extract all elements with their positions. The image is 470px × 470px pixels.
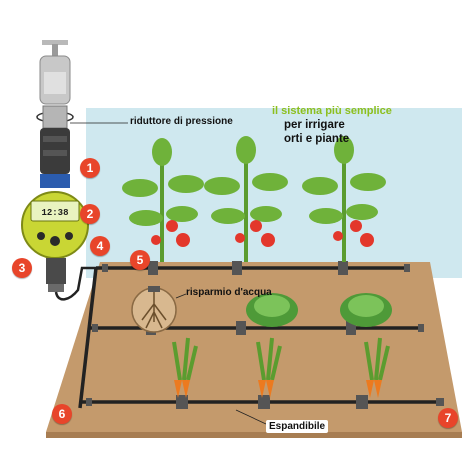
badge-5: 5 xyxy=(130,250,150,270)
badge-6: 6 xyxy=(52,404,72,424)
tomato-plant-1 xyxy=(122,138,204,262)
timer-display: 12:38 xyxy=(41,208,68,218)
soil-edge xyxy=(46,432,462,438)
expandable-label: Espandibile xyxy=(266,420,329,433)
headline: il sistema più semplice per irrigare ort… xyxy=(272,104,462,146)
headline-line-1: il sistema più semplice xyxy=(272,105,392,117)
timer-icon xyxy=(21,191,89,259)
pressure-reducer-icon xyxy=(40,105,70,174)
tomato-plant-3 xyxy=(302,136,386,262)
headline-line-3: orti e piante xyxy=(284,133,350,145)
carrots-3 xyxy=(364,337,390,398)
expandable-leader xyxy=(235,409,267,425)
badge-2: 2 xyxy=(80,204,100,224)
water-saving-leader xyxy=(175,293,187,299)
lettuce-2 xyxy=(340,293,392,327)
carrots-1 xyxy=(172,337,198,398)
outlet-fitting xyxy=(46,258,66,284)
water-saving-label: risparmio d'acqua xyxy=(186,287,272,298)
badge-7: 7 xyxy=(438,408,458,428)
root-inset xyxy=(131,286,177,333)
lettuce-1 xyxy=(246,293,298,327)
badge-4: 4 xyxy=(90,236,110,256)
carrots-2 xyxy=(256,337,282,398)
headline-line-2: per irrigare xyxy=(284,119,345,131)
pressure-reducer-label: riduttore di pressione xyxy=(130,116,233,127)
outlet-nut xyxy=(48,284,64,292)
blue-coupling xyxy=(40,174,70,188)
tomato-plant-2 xyxy=(204,136,288,262)
badge-1: 1 xyxy=(80,158,100,178)
badge-3: 3 xyxy=(12,258,32,278)
feed-hose xyxy=(54,266,98,301)
